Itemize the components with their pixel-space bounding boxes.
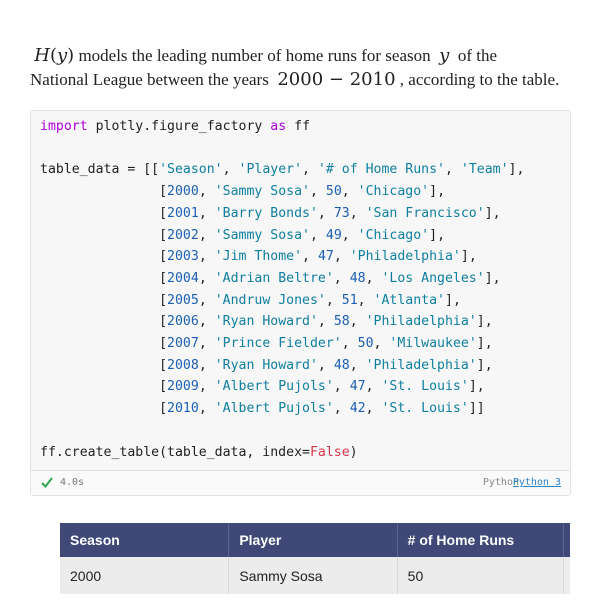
- code-number: 47: [317, 249, 334, 265]
- keyword-import: import: [40, 119, 88, 134]
- math-function: H(y): [34, 45, 75, 66]
- code-string: 'Albert Pujols': [214, 401, 334, 417]
- code-number: 49: [325, 227, 342, 243]
- code-string: 'San Francisco': [365, 205, 485, 221]
- code-number: 51: [341, 292, 358, 308]
- language-label: Python: [482, 477, 519, 488]
- code-number: 2010: [167, 401, 199, 417]
- call-suffix: ): [349, 444, 358, 460]
- code-number: 2005: [167, 292, 199, 308]
- execution-time: 4.0s: [60, 477, 85, 488]
- code-number: 2007: [167, 336, 199, 352]
- code-number: 48: [333, 357, 350, 373]
- intro-text-2: of the: [457, 46, 497, 65]
- code-string: 'St. Louis': [381, 379, 469, 395]
- code-string: 'Sammy Sosa': [214, 227, 310, 243]
- intro-text-4: , according to the table.: [399, 70, 560, 89]
- code-string: 'Andruw Jones': [214, 292, 326, 308]
- code-string: 'Adrian Beltre': [214, 270, 334, 286]
- code-number: 2006: [167, 314, 199, 330]
- code-number: 42: [349, 401, 366, 417]
- table-cell-overflow: [563, 557, 570, 594]
- code-number: 47: [349, 379, 366, 395]
- code-string: 'Prince Fielder': [214, 336, 342, 352]
- code-string: '# of Home Runs': [317, 162, 445, 178]
- kwarg-value: False: [309, 444, 350, 460]
- cell-status-bar: 4.0s Python Python 3: [31, 470, 570, 495]
- code-string: 'Chicago': [357, 227, 430, 243]
- code-number: 2000: [167, 184, 199, 200]
- code-string: 'Season': [159, 162, 223, 178]
- kernel-selector[interactable]: Python 3: [512, 477, 561, 488]
- code-number: 73: [333, 205, 350, 221]
- code-number: 2001: [167, 205, 199, 221]
- code-number: 2004: [167, 270, 199, 286]
- code-cell[interactable]: import plotly.figure_factory as ff table…: [30, 110, 571, 496]
- check-icon: [41, 477, 53, 489]
- math-year-range: 2000 − 2010: [277, 69, 396, 90]
- code-string: 'Atlanta': [373, 292, 445, 308]
- code-number: 2003: [167, 249, 199, 265]
- intro-paragraph: H(y) models the leading number of home r…: [30, 44, 575, 92]
- code-string: 'Milwaukee': [389, 336, 477, 352]
- call-prefix: ff.create_table(table_data, index=: [40, 444, 310, 460]
- table-cell: 50: [397, 557, 564, 594]
- column-header: Season: [60, 523, 230, 557]
- table-cell: 2000: [60, 557, 230, 594]
- intro-text-1: models the leading number of home runs f…: [78, 46, 431, 65]
- code-string: 'Barry Bonds': [214, 205, 318, 221]
- code-string: 'Philadelphia': [349, 249, 461, 265]
- code-string: 'Player': [238, 162, 303, 178]
- code-data-rows: [2000, 'Sammy Sosa', 50, 'Chicago'], [20…: [40, 184, 501, 417]
- code-string: 'Los Angeles': [381, 270, 485, 286]
- code-string: 'St. Louis': [381, 401, 469, 417]
- assignment: table_data = [[: [40, 162, 160, 178]
- code-string: 'Albert Pujols': [214, 379, 334, 395]
- code-number: 58: [333, 314, 350, 330]
- module-alias: ff: [294, 119, 311, 134]
- code-string: 'Philadelphia': [365, 314, 477, 330]
- code-string: 'Chicago': [357, 184, 430, 200]
- module-name: plotly.figure_factory: [95, 119, 263, 134]
- keyword-as: as: [270, 119, 287, 134]
- column-header-overflow: [563, 523, 570, 557]
- code-number: 2009: [167, 379, 199, 395]
- code-string: 'Sammy Sosa': [214, 184, 310, 200]
- code-number: 50: [357, 336, 374, 352]
- code-header-row: 'Season', 'Player', '# of Home Runs', 'T…: [159, 162, 525, 178]
- code-string: 'Ryan Howard': [214, 357, 318, 373]
- table-cell: Sammy Sosa: [228, 557, 398, 594]
- column-header: # of Home Runs: [397, 523, 564, 557]
- code-string: 'Philadelphia': [365, 357, 477, 373]
- code-string: 'Jim Thome': [214, 249, 303, 265]
- code-editor[interactable]: import plotly.figure_factory as ff table…: [40, 116, 570, 463]
- intro-text-3: National League between the years: [30, 70, 269, 89]
- code-number: 2008: [167, 357, 199, 373]
- code-string: 'Ryan Howard': [214, 314, 318, 330]
- code-number: 2002: [167, 227, 199, 243]
- code-string: 'Team': [460, 162, 509, 178]
- math-variable: y: [439, 45, 450, 66]
- column-header: Player: [228, 523, 398, 557]
- code-number: 48: [349, 270, 366, 286]
- code-number: 50: [325, 184, 342, 200]
